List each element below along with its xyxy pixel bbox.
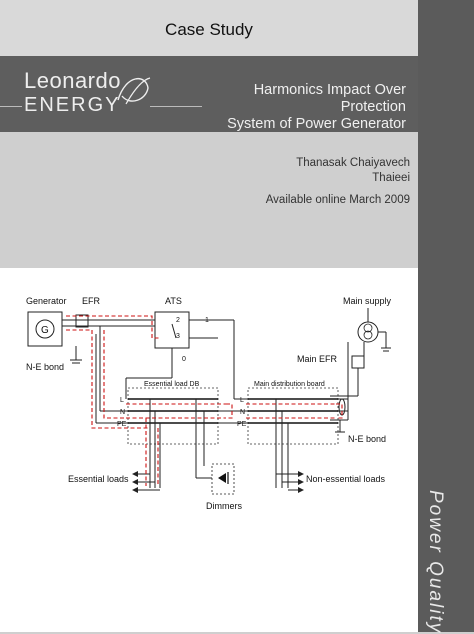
ats-terminal-0: 0: [182, 356, 186, 363]
document-title-line-2: System of Power Generator: [227, 116, 406, 132]
ne-bond-right-label: N-E bond: [348, 434, 386, 444]
generator-label: Generator: [26, 296, 67, 306]
main-board-bus-pe: PE: [237, 421, 247, 428]
ats-switch-icon: [171, 323, 177, 339]
ats-box: [154, 311, 190, 349]
brand-band: Leonardo ENERGY Harmonics Impact Over Pr…: [0, 56, 418, 132]
header-title: Case Study: [165, 20, 253, 39]
non-essential-loads-label: Non-essential loads: [306, 474, 386, 484]
essential-db-bus-n: N: [120, 409, 125, 416]
wiring-diagram: Generator EFR ATS Main supply Main EFR N…: [0, 268, 418, 632]
generator-box: [27, 311, 63, 347]
dimmers-label: Dimmers: [206, 501, 242, 511]
dimmer-box: [211, 463, 235, 495]
logo-rule-left: [0, 106, 22, 107]
essential-db-box: [127, 387, 219, 445]
main-supply-label: Main supply: [343, 296, 392, 306]
main-board-box: [247, 387, 339, 445]
sidebar-vertical-text: Power Quality: [425, 490, 446, 634]
main-efr-box: [351, 355, 365, 369]
author-affiliation: Thaieei: [372, 172, 410, 184]
essential-db-label: Essential load DB: [144, 381, 200, 388]
main-board-bus-n: N: [240, 409, 245, 416]
fault-current-path: [66, 315, 343, 486]
ats-terminal-3: 3: [176, 333, 180, 340]
logo-text-leonardo: Leonardo: [24, 68, 121, 93]
document-title: Harmonics Impact Over Protection System …: [186, 82, 406, 133]
author-block: Thanasak Chaiyavech Thaieei: [296, 156, 410, 186]
generator-symbol: G: [41, 325, 49, 336]
author-name: Thanasak Chaiyavech: [296, 157, 410, 169]
sidebar: Power Quality: [418, 0, 474, 634]
logo-rule-right: [150, 106, 202, 107]
wiring-diagram-svg: Generator EFR ATS Main supply Main EFR N…: [26, 296, 392, 511]
efr-box: [75, 314, 89, 328]
essential-db-bus-l: L: [120, 397, 124, 404]
efr-label: EFR: [82, 296, 101, 306]
essential-loads-label: Essential loads: [68, 474, 129, 484]
ats-terminal-2: 2: [176, 317, 180, 324]
document-title-line-1: Harmonics Impact Over Protection: [253, 82, 406, 115]
diode-icon: [218, 473, 226, 483]
logo-swirl-icon: [117, 77, 151, 105]
ne-bond-left-label: N-E bond: [26, 362, 64, 372]
main-efr-label: Main EFR: [297, 354, 338, 364]
ats-label: ATS: [165, 296, 182, 306]
essential-db-bus-pe: PE: [117, 421, 127, 428]
header-band: Case Study: [0, 0, 418, 56]
generator-icon: [35, 319, 55, 339]
main-board-label: Main distribution board: [254, 381, 325, 388]
availability-text: Available online March 2009: [265, 194, 410, 206]
main-board-bus-l: L: [240, 397, 244, 404]
logo-text-energy: ENERGY: [24, 94, 121, 116]
